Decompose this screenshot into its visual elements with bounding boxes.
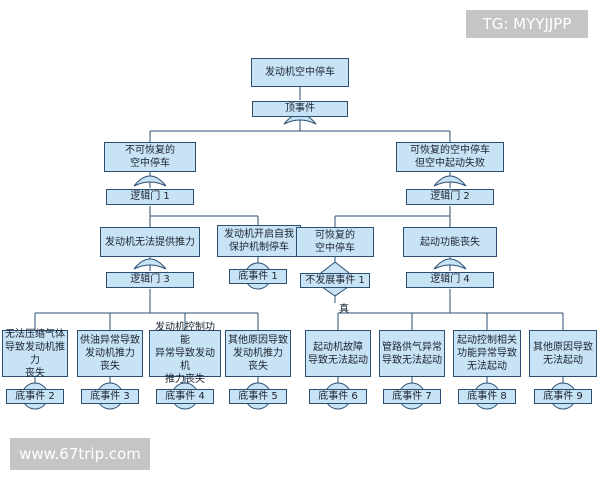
basic-event-tag-4: 底事件 4: [156, 389, 214, 404]
basic-event-tag-7: 底事件 7: [383, 389, 441, 404]
watermark-bottom: www.67trip.com: [10, 438, 150, 470]
leaf-box-1: 无法压缩气体 导致发动机推力 丧失: [2, 329, 68, 379]
connector-lines: [34, 87, 564, 383]
or-gate-2: [433, 175, 467, 187]
leaf-box-2: 供油异常导致 发动机推力 丧失: [77, 330, 143, 377]
leaf-box-6: 管路供气异常 导致无法起动: [379, 330, 445, 377]
gate-label-4: 逻辑门 4: [406, 272, 494, 288]
top-event-tag: 顶事件: [252, 101, 348, 117]
basic-event-tag-1: 底事件 1: [229, 269, 287, 284]
basic-event-tag-8: 底事件 8: [458, 389, 516, 404]
event-box-no-thrust: 发动机无法提供推力: [100, 227, 200, 257]
or-gate-4: [433, 258, 467, 270]
true-label: 真: [339, 304, 349, 315]
basic-event-tag-3: 底事件 3: [81, 389, 139, 404]
event-box-self-protection-shutdown: 发动机开启自我 保护机制停车: [217, 225, 301, 257]
undeveloped-event-tag-1: 不发展事件 1: [300, 273, 370, 288]
basic-event-tag-2: 底事件 2: [6, 389, 64, 404]
gate-label-3: 逻辑门 3: [106, 272, 194, 288]
top-event-box: 发动机空中停车: [251, 58, 349, 87]
event-box-recoverable-restart-failed: 可恢复的空中停车 但空中起动失败: [396, 142, 504, 172]
basic-event-tag-6: 底事件 6: [309, 389, 367, 404]
event-box-unrecoverable-shutdown: 不可恢复的 空中停车: [104, 142, 196, 172]
leaf-box-3: 发动机控制功能 异常导致发动机 推力丧失: [149, 322, 221, 385]
basic-event-tag-5: 底事件 5: [229, 389, 287, 404]
leaf-box-7: 起动控制相关 功能异常导致 无法起动: [453, 330, 521, 377]
watermark-top: TG: MYYJJPP: [466, 10, 588, 38]
or-gate-1: [133, 175, 167, 187]
event-box-start-function-lost: 起动功能丧失: [403, 227, 497, 257]
leaf-box-4: 其他原因导致 发动机推力 丧失: [225, 330, 291, 377]
gate-label-2: 逻辑门 2: [406, 189, 494, 205]
basic-event-tag-9: 底事件 9: [534, 389, 592, 404]
gate-label-1: 逻辑门 1: [106, 189, 194, 205]
leaf-box-8: 其他原因导致 无法起动: [529, 330, 597, 377]
or-gate-3: [133, 258, 167, 270]
leaf-box-5: 起动机故障 导致无法起动: [305, 330, 371, 377]
event-box-recoverable-shutdown: 可恢复的 空中停车: [296, 227, 374, 257]
